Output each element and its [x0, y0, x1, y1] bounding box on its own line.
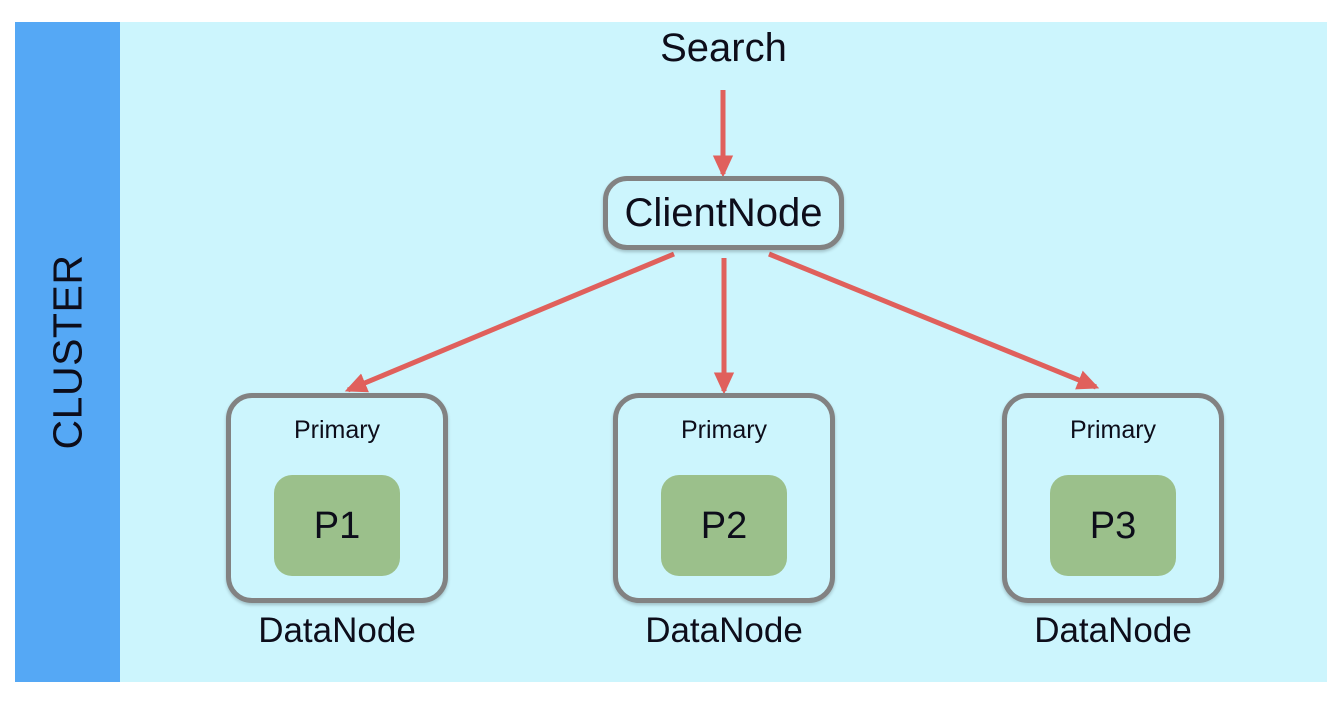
data-node-caption-3: DataNode: [1034, 611, 1192, 650]
shard-label-p2: P2: [700, 504, 748, 547]
cluster-band: [15, 22, 120, 682]
data-node-box-3[interactable]: Primary P3: [1002, 393, 1224, 603]
shard-p1[interactable]: P1: [274, 475, 400, 576]
primary-label-2: Primary: [680, 416, 768, 444]
shard-p3[interactable]: P3: [1050, 475, 1176, 576]
data-node-box-1[interactable]: Primary P1: [226, 393, 448, 603]
shard-p2[interactable]: P2: [661, 475, 787, 576]
primary-label-3: Primary: [1069, 416, 1157, 444]
data-node-caption-2: DataNode: [645, 611, 803, 650]
data-node-box-2[interactable]: Primary P2: [613, 393, 835, 603]
primary-label-1: Primary: [293, 416, 381, 444]
shard-label-p3: P3: [1089, 504, 1137, 547]
client-node-label: ClientNode: [624, 191, 823, 235]
client-node-box[interactable]: ClientNode: [603, 176, 844, 250]
shard-label-p1: P1: [313, 504, 361, 547]
search-label: Search: [660, 26, 787, 70]
data-node-caption-1: DataNode: [258, 611, 416, 650]
